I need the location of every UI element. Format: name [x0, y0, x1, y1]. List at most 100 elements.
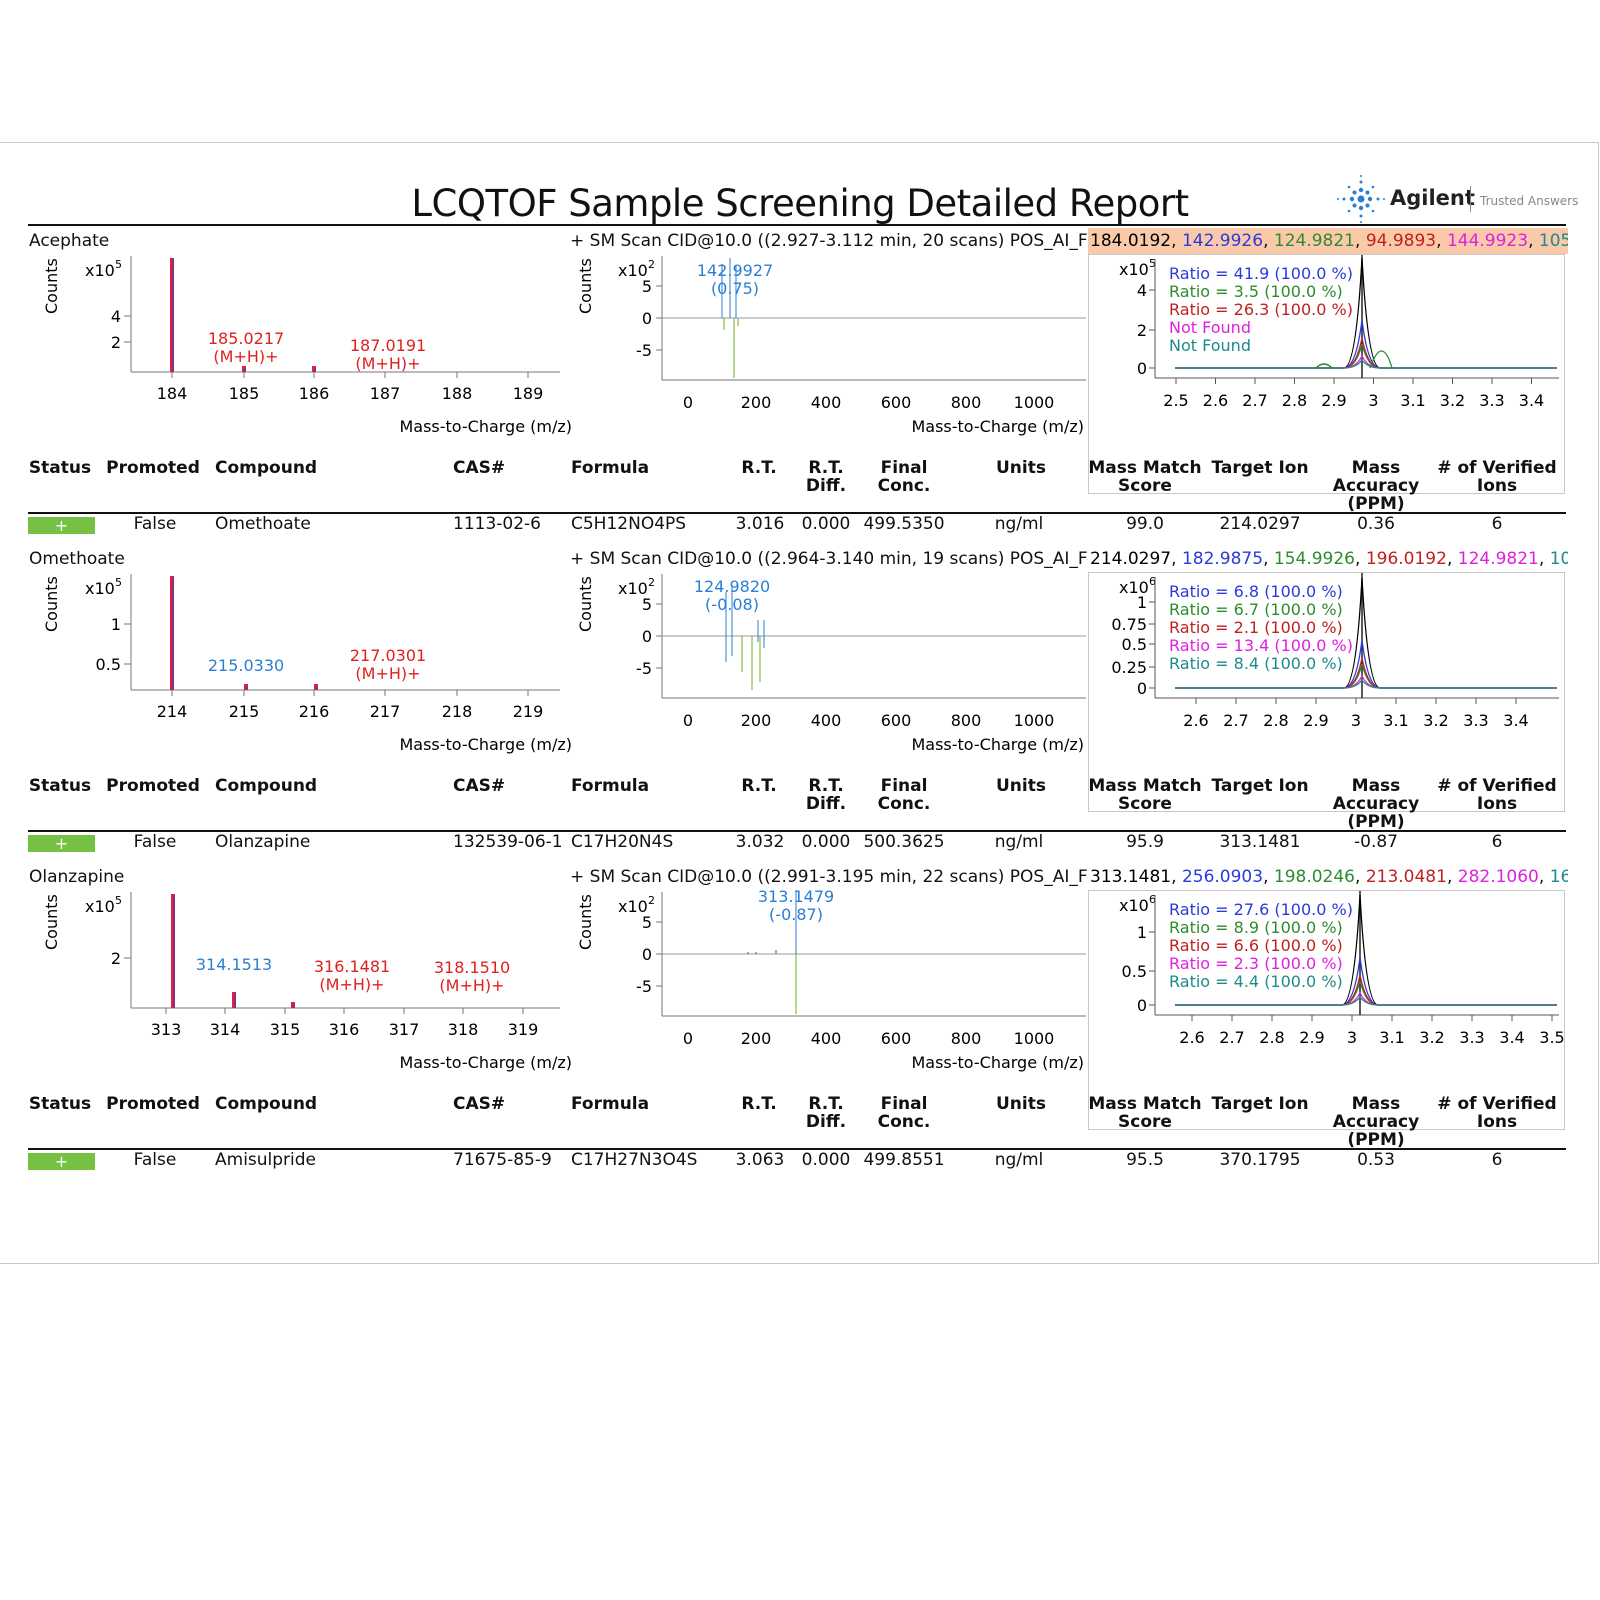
- header-line: Score: [1118, 1112, 1172, 1132]
- x-tick-label: 2.8: [1263, 711, 1288, 730]
- table-header-rule: [28, 830, 1566, 832]
- y-tick-label: 0.25: [1111, 658, 1147, 677]
- eic-trace: [1175, 358, 1557, 369]
- compound-name: Acephate: [29, 231, 110, 251]
- y-tick-label: 5: [642, 595, 652, 614]
- peak-adduct-label: (M+H)+: [319, 975, 384, 994]
- eic-trace: [1175, 674, 1557, 689]
- ion-separator: ,: [1355, 549, 1366, 569]
- compound-name: Olanzapine: [29, 867, 125, 887]
- header-line: R.T.: [808, 458, 844, 478]
- cell-cas: 1113-02-6: [453, 514, 541, 534]
- header-line: Promoted: [106, 458, 200, 478]
- cell-mass-acc: 0.53: [1357, 1150, 1395, 1170]
- x-tick-label: 185: [229, 384, 260, 403]
- compound-block: Olanzapine+ SM Scan CID@10.0 ((2.991-3.1…: [0, 864, 1600, 1184]
- ratio-legend-entry: Not Found: [1169, 318, 1251, 337]
- ratio-legend-entry: Ratio = 4.4 (100.0 %): [1169, 972, 1343, 991]
- x-tick-label: 200: [741, 393, 772, 412]
- header-line: Mass Match: [1088, 1094, 1202, 1114]
- x-tick-label: 2.5: [1163, 391, 1188, 410]
- header-line: Units: [996, 1094, 1046, 1114]
- cell-final-conc: 499.8551: [863, 1150, 945, 1170]
- ion-separator: ,: [1446, 867, 1458, 887]
- isotope-peak-bar: [170, 576, 174, 690]
- y-exponent-power: 6: [1149, 893, 1156, 906]
- table-header-rule: [28, 512, 1566, 514]
- ratio-legend-entry: Ratio = 2.3 (100.0 %): [1169, 954, 1343, 973]
- y-tick-label: 0.5: [1122, 635, 1147, 654]
- fragment-ion: 282.1060: [1457, 867, 1539, 887]
- table-header-rule: [28, 1148, 1566, 1150]
- header-line: Status: [28, 1094, 92, 1114]
- y-exponent-power: 5: [1149, 257, 1156, 270]
- x-tick-label: 2.8: [1282, 391, 1307, 410]
- peak-adduct-label: (M+H)+: [213, 347, 278, 366]
- column-header-compound: Compound: [215, 459, 317, 477]
- ion-separator: ,: [1538, 867, 1550, 887]
- column-header-target-ion: Target Ion: [1180, 777, 1340, 795]
- column-header-rt-diff: R.T.Diff.: [746, 777, 906, 813]
- x-tick-label: 600: [881, 711, 912, 730]
- y-tick-label: 5: [642, 913, 652, 932]
- x-axis-label: Mass-to-Charge (m/z): [911, 1053, 1084, 1072]
- cell-rt-diff: 0.000: [801, 514, 851, 534]
- fragment-mz-label: 142.9927: [697, 261, 773, 280]
- x-tick-label: 217: [370, 702, 401, 721]
- y-exponent-base: x10: [618, 897, 648, 916]
- status-badge[interactable]: +: [28, 517, 95, 534]
- x-tick-label: 318: [448, 1020, 479, 1039]
- x-tick-label: 216: [299, 702, 330, 721]
- x-tick-label: 2.7: [1223, 711, 1248, 730]
- fragment-ion: 196.0192: [1365, 549, 1447, 569]
- spark-logo-icon: [1337, 175, 1385, 223]
- eic-trace: [1175, 639, 1557, 689]
- peak-mz-label: 215.0330: [208, 656, 284, 675]
- x-tick-label: 800: [951, 711, 982, 730]
- header-line: Final: [880, 1094, 928, 1114]
- cell-mass-acc: 0.36: [1357, 514, 1395, 534]
- column-header-formula: Formula: [571, 777, 649, 795]
- header-line: Mass: [1351, 776, 1401, 796]
- cell-compound: Olanzapine: [215, 832, 311, 852]
- x-tick-label: 600: [881, 1029, 912, 1048]
- header-line: R.T.: [741, 458, 777, 478]
- fragment-ion: 94.9893: [1365, 231, 1437, 251]
- y-exponent-base: x10: [85, 897, 115, 916]
- header-line: R.T.: [741, 1094, 777, 1114]
- eic-trace: [1315, 363, 1333, 369]
- ratio-legend-entry: Ratio = 6.8 (100.0 %): [1169, 582, 1343, 601]
- eic-trace: [1175, 657, 1557, 689]
- status-badge[interactable]: +: [28, 1153, 95, 1170]
- cell-mass-acc: -0.87: [1354, 832, 1398, 852]
- header-line: Conc.: [877, 1112, 931, 1132]
- header-line: R.T.: [808, 776, 844, 796]
- header-line: Mass: [1351, 1094, 1401, 1114]
- eic-trace: [1175, 995, 1557, 1006]
- peak-mz-label: 187.0191: [350, 336, 426, 355]
- ratio-legend-entry: Ratio = 6.6 (100.0 %): [1169, 936, 1343, 955]
- status-badge[interactable]: +: [28, 835, 95, 852]
- y-tick-label: 0.5: [1122, 962, 1147, 981]
- y-tick-label: 1: [1137, 923, 1147, 942]
- cell-rt-diff: 0.000: [801, 1150, 851, 1170]
- column-header-rt: R.T.: [679, 459, 839, 477]
- x-tick-label: 3.2: [1419, 1028, 1444, 1047]
- header-line: Target Ion: [1211, 1094, 1309, 1114]
- cell-final-conc: 499.5350: [863, 514, 945, 534]
- x-tick-label: 3: [1347, 1028, 1357, 1047]
- column-header-compound: Compound: [215, 1095, 317, 1113]
- peak-mz-label: 185.0217: [208, 329, 284, 348]
- ion-separator: ,: [1263, 549, 1274, 569]
- fragment-ion: 313.1481: [1090, 867, 1172, 887]
- isotope-peak-bar: [244, 684, 248, 690]
- agilent-logo: Agilent Trusted Answers: [1334, 174, 1584, 224]
- ion-separator: ,: [1355, 867, 1366, 887]
- column-header-promoted: Promoted: [73, 777, 233, 795]
- column-header-rt: R.T.: [679, 777, 839, 795]
- x-tick-label: 214: [157, 702, 188, 721]
